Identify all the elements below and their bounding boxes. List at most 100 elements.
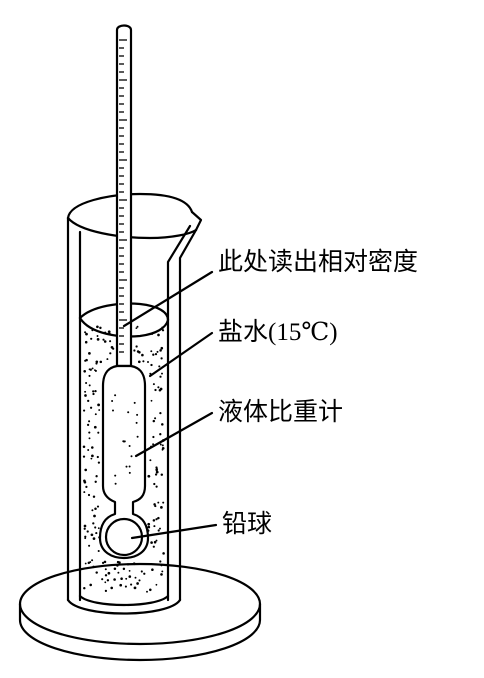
saline-particle	[155, 468, 159, 472]
saline-particle	[104, 568, 107, 571]
saline-particle	[88, 431, 91, 434]
saline-particle	[128, 575, 132, 578]
saline-particle	[94, 526, 97, 529]
saline-particle	[157, 529, 160, 532]
saline-particle	[89, 406, 93, 409]
saline-particle	[136, 325, 139, 328]
saline-particle	[95, 475, 98, 478]
hydrometer-scale-ticks	[119, 39, 127, 353]
saline-particle	[112, 347, 115, 350]
saline-particle	[160, 346, 164, 350]
saline-particle	[161, 423, 164, 426]
saline-particle	[95, 532, 98, 535]
saline-particle	[97, 431, 100, 434]
saline-particle	[153, 525, 156, 528]
leader-line-saline	[148, 331, 214, 378]
saline-particle	[154, 353, 158, 356]
saline-particle	[160, 573, 163, 576]
saline-particle	[106, 358, 109, 361]
saline-particle	[161, 372, 163, 375]
saline-particle	[84, 394, 87, 397]
lead-ball-label: 铅球	[222, 509, 273, 538]
saline-particle	[110, 586, 114, 590]
saline-particle	[142, 360, 145, 363]
saline-particle	[155, 583, 158, 586]
saline-particle	[92, 537, 96, 540]
saline-particle	[143, 572, 146, 575]
saline-particle	[94, 389, 97, 393]
saline-particle	[116, 560, 120, 564]
hydrometer-inner-dot	[128, 465, 131, 468]
saline-particle	[155, 470, 159, 474]
saline-particle	[87, 449, 90, 451]
saline-particle	[92, 565, 95, 569]
saline-particle	[152, 419, 156, 423]
saline-particle	[117, 571, 120, 574]
saline-particle	[157, 386, 160, 389]
saline-particle	[113, 567, 117, 571]
saline-particle	[88, 544, 91, 547]
saline-particle	[88, 368, 91, 371]
saline-particle	[94, 369, 97, 372]
hydrometer-inner-dot	[128, 445, 131, 447]
saline-particle	[159, 560, 162, 563]
hydrometer-inner-dot	[136, 413, 139, 416]
saline-particle	[159, 443, 162, 446]
saline-particle	[88, 437, 91, 440]
hydrometer-inner-dot	[127, 411, 130, 414]
saline-particle	[135, 327, 138, 330]
saline-particle	[161, 329, 165, 332]
hydrometer-inner-dot	[135, 421, 138, 424]
cylinder-inner-bottom	[78, 594, 170, 607]
saline-particle	[98, 409, 101, 411]
saline-particle	[157, 501, 160, 504]
cylinder-inner-right-wall	[166, 224, 192, 602]
saline-particle	[82, 455, 86, 458]
saline-particle	[97, 461, 101, 464]
hydrometer-inner-dot	[133, 401, 136, 404]
saline-particle	[152, 519, 156, 522]
saline-particle	[107, 571, 111, 575]
saline-particle	[160, 357, 163, 360]
saline-particle	[103, 560, 107, 564]
saline-particle	[138, 351, 141, 354]
saline-particle	[154, 473, 158, 476]
saline-particle	[92, 495, 96, 498]
saline-particle	[88, 384, 91, 387]
saline-particle	[88, 352, 91, 355]
saline-particle	[101, 561, 105, 565]
leader-line-lead-ball	[130, 523, 218, 540]
saline-particle	[153, 540, 157, 544]
hydrometer-body	[98, 364, 150, 560]
liquid-surface	[78, 302, 170, 322]
saline-particle	[109, 352, 112, 355]
saline-particle	[84, 359, 87, 362]
saline-particle	[152, 443, 155, 446]
saline-particle	[99, 326, 102, 330]
leader-line-reading-point	[122, 270, 214, 328]
hydrometer-inner-dot	[125, 465, 128, 468]
hydrometer-inner-dot	[130, 455, 133, 458]
saline-particle	[159, 433, 162, 436]
saline-particle	[88, 374, 91, 377]
saline-particle	[150, 541, 153, 544]
hydrometer-inner-dot	[114, 474, 117, 477]
saline-particle	[97, 403, 100, 407]
saline-particle	[84, 562, 87, 565]
saline-particle	[101, 578, 104, 581]
saline-particle	[84, 390, 87, 393]
saline-particle	[88, 420, 91, 423]
saline-particle	[159, 375, 162, 378]
saline-particle	[120, 577, 123, 580]
saline-particle	[96, 455, 99, 459]
saline-particle	[84, 340, 88, 344]
saline-particles	[82, 325, 165, 593]
saline-particle	[133, 586, 137, 590]
leader-line-hydrometer	[134, 411, 214, 458]
hydrometer-inner-dot	[114, 482, 117, 485]
saline-particle	[84, 331, 87, 334]
saline-particle	[157, 333, 160, 337]
saline-particle	[94, 480, 97, 483]
saline-particle	[151, 568, 154, 571]
